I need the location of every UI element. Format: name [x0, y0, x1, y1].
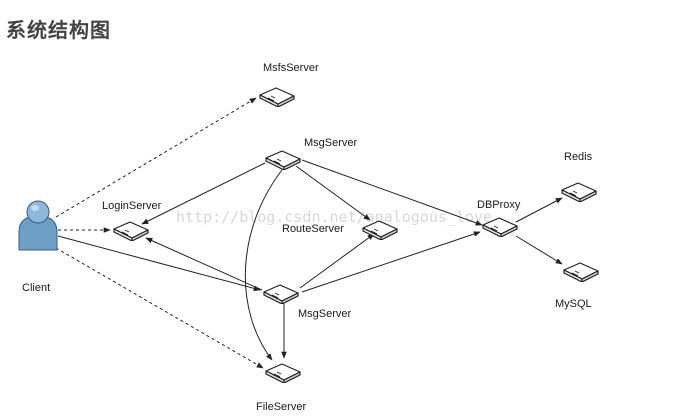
file-server-icon	[265, 363, 301, 383]
server-edges	[57, 159, 563, 361]
client-person-icon	[18, 200, 58, 251]
db-proxy-label: DBProxy	[477, 199, 521, 211]
msfs-server-label: MsfsServer	[263, 62, 319, 74]
page-title: 系统结构图	[6, 18, 111, 42]
msg-server-top-icon	[265, 150, 301, 170]
msg-server-bottom-icon	[263, 284, 299, 304]
login-server-icon	[113, 221, 149, 241]
login-server-label: LoginServer	[102, 200, 162, 212]
msfs-server-icon	[259, 87, 295, 107]
edge-client-msfs	[55, 97, 257, 218]
edge-msgtop-fileserver	[244, 169, 283, 361]
file-server-label: FileServer	[256, 401, 306, 413]
edge-dbproxy-redis	[515, 197, 563, 223]
route-server-label: RouteServer	[282, 223, 344, 235]
msg-server-top-label: MsgServer	[304, 137, 358, 149]
msg-server-bottom-label: MsgServer	[298, 308, 352, 320]
edge-msgtop-login	[141, 162, 266, 225]
edge-msgbottom-login	[145, 237, 263, 291]
client-edges	[55, 97, 264, 369]
mysql-label: MySQL	[555, 298, 592, 310]
edge-msgbottom-dbproxy	[301, 231, 481, 293]
redis-icon	[561, 182, 597, 202]
edge-msgtop-dbproxy	[301, 159, 483, 226]
edge-client-fileserver	[55, 247, 264, 369]
edge-msgbottom-route	[299, 233, 375, 289]
edge-dbproxy-mysql	[515, 235, 563, 265]
edge-msgtop-route	[295, 165, 371, 221]
redis-label: Redis	[564, 151, 593, 163]
watermark-text: http://blog.csdn.net/analogous_love	[176, 208, 492, 226]
client-label: Client	[22, 282, 50, 294]
edge-client-msgbottom	[57, 235, 261, 292]
mysql-icon	[563, 262, 599, 282]
